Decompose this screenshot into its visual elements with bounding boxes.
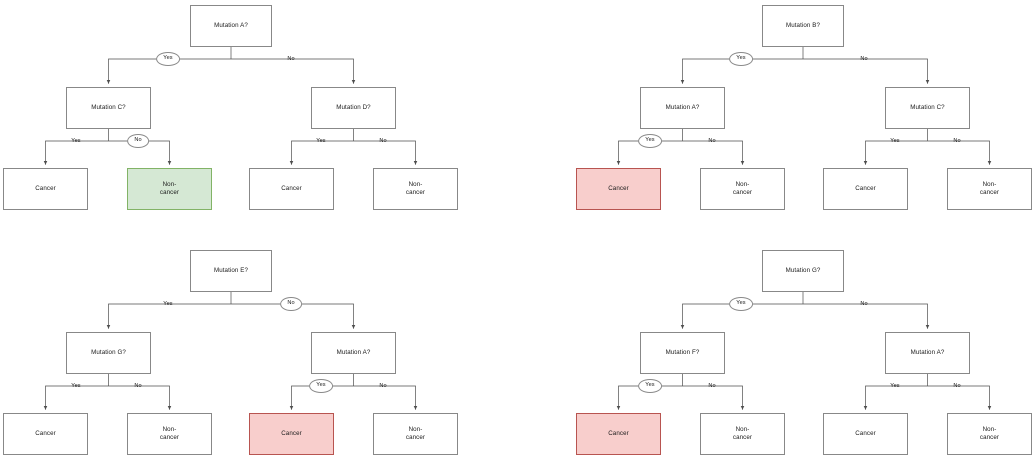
edge-root-to-tree-1-child1 bbox=[231, 58, 356, 84]
branch-label-tree-2-no[interactable]: No bbox=[860, 56, 868, 62]
node-leaf-tree-1-1-1[interactable]: Non- cancer bbox=[373, 168, 458, 210]
node-leaf-tree-1-1-0[interactable]: Cancer bbox=[249, 168, 334, 210]
branch-label-tree-4-yes[interactable]: Yes bbox=[729, 297, 753, 311]
branch-label-tree-4-0-yes[interactable]: Yes bbox=[638, 379, 662, 393]
node-leaf-tree-2-0-1[interactable]: Non- cancer bbox=[700, 168, 785, 210]
node-label: Non- cancer bbox=[159, 180, 180, 196]
node-leaf-tree-4-0-1[interactable]: Non- cancer bbox=[700, 413, 785, 455]
branch-label-tree-1-no[interactable]: No bbox=[287, 56, 295, 62]
node-leaf-tree-1-0-0[interactable]: Cancer bbox=[3, 168, 88, 210]
node-label: Mutation A? bbox=[910, 348, 945, 356]
edge-tree-1-1-leaf1 bbox=[353, 140, 418, 165]
node-label: Cancer bbox=[281, 184, 302, 192]
node-label: Non- cancer bbox=[732, 180, 753, 196]
node-label: Non- cancer bbox=[979, 180, 1000, 196]
branch-label-tree-1-1-yes[interactable]: Yes bbox=[316, 138, 326, 144]
node-label: Mutation A? bbox=[214, 21, 248, 29]
node-label: Cancer bbox=[35, 184, 56, 192]
edge-tree-3-0-leaf0 bbox=[43, 385, 109, 410]
node-root-tree-3[interactable]: Mutation E? bbox=[190, 250, 272, 292]
branch-label-tree-2-0-no[interactable]: No bbox=[708, 138, 716, 144]
branch-label-tree-2-1-no[interactable]: No bbox=[953, 138, 961, 144]
branch-label-tree-1-0-yes[interactable]: Yes bbox=[71, 138, 81, 144]
edge-tree-4-0-leaf1 bbox=[682, 385, 745, 410]
node-label: Non- cancer bbox=[159, 425, 180, 441]
node-label: Mutation E? bbox=[213, 266, 249, 274]
node-label: Cancer bbox=[608, 184, 629, 192]
branch-label-tree-4-no[interactable]: No bbox=[860, 301, 868, 307]
node-leaf-tree-2-0-0[interactable]: Cancer bbox=[576, 168, 661, 210]
branch-label-tree-2-0-yes[interactable]: Yes bbox=[638, 134, 662, 148]
node-label: Mutation A? bbox=[336, 348, 371, 356]
branch-label-tree-2-yes[interactable]: Yes bbox=[729, 52, 753, 66]
node-internal-tree-4-0[interactable]: Mutation F? bbox=[640, 332, 725, 374]
node-label: Non- cancer bbox=[405, 180, 426, 196]
node-label: Non- cancer bbox=[405, 425, 426, 441]
edge-root-to-tree-3-child0 bbox=[106, 303, 231, 329]
node-leaf-tree-1-0-1[interactable]: Non- cancer bbox=[127, 168, 212, 210]
node-label: Cancer bbox=[608, 429, 629, 437]
node-root-tree-2[interactable]: Mutation B? bbox=[762, 5, 844, 47]
branch-label-tree-3-yes[interactable]: Yes bbox=[163, 301, 173, 307]
branch-label-tree-3-0-yes[interactable]: Yes bbox=[71, 383, 81, 389]
edge-tree-3-1-leaf1 bbox=[353, 385, 418, 410]
node-internal-tree-3-1[interactable]: Mutation A? bbox=[311, 332, 396, 374]
branch-label-tree-4-1-yes[interactable]: Yes bbox=[890, 383, 900, 389]
edge-tree-3-0-leaf1 bbox=[108, 385, 172, 410]
branch-label-tree-3-0-no[interactable]: No bbox=[134, 383, 142, 389]
node-label: Mutation D? bbox=[336, 103, 371, 111]
edge-tree-4-1-leaf0 bbox=[863, 385, 928, 410]
branch-label-tree-3-1-yes[interactable]: Yes bbox=[309, 379, 333, 393]
branch-label-tree-3-no[interactable]: No bbox=[280, 297, 302, 311]
node-leaf-tree-3-1-0[interactable]: Cancer bbox=[249, 413, 334, 455]
node-label: Cancer bbox=[35, 429, 56, 437]
node-label: Non- cancer bbox=[979, 425, 1000, 441]
node-label: Non- cancer bbox=[732, 425, 753, 441]
node-leaf-tree-3-0-1[interactable]: Non- cancer bbox=[127, 413, 212, 455]
node-label: Mutation F? bbox=[665, 348, 700, 356]
branch-label-tree-1-1-no[interactable]: No bbox=[379, 138, 387, 144]
edge-root-to-tree-4-child1 bbox=[803, 303, 930, 329]
node-root-tree-4[interactable]: Mutation G? bbox=[762, 250, 844, 292]
node-label: Mutation C? bbox=[910, 103, 945, 111]
branch-label-tree-1-yes[interactable]: Yes bbox=[156, 52, 180, 66]
node-leaf-tree-4-0-0[interactable]: Cancer bbox=[576, 413, 661, 455]
edge-tree-4-1-leaf1 bbox=[927, 385, 992, 410]
node-leaf-tree-3-1-1[interactable]: Non- cancer bbox=[373, 413, 458, 455]
node-label: Mutation G? bbox=[785, 266, 821, 274]
node-internal-tree-1-1[interactable]: Mutation D? bbox=[311, 87, 396, 129]
node-leaf-tree-2-1-0[interactable]: Cancer bbox=[823, 168, 908, 210]
node-leaf-tree-3-0-0[interactable]: Cancer bbox=[3, 413, 88, 455]
node-label: Cancer bbox=[855, 184, 876, 192]
node-leaf-tree-4-1-1[interactable]: Non- cancer bbox=[947, 413, 1032, 455]
edge-tree-2-1-leaf1 bbox=[927, 140, 992, 165]
branch-label-tree-4-0-no[interactable]: No bbox=[708, 383, 716, 389]
branch-label-tree-4-1-no[interactable]: No bbox=[953, 383, 961, 389]
node-label: Mutation C? bbox=[91, 103, 126, 111]
edge-root-to-tree-2-child1 bbox=[803, 58, 930, 84]
node-internal-tree-3-0[interactable]: Mutation G? bbox=[66, 332, 151, 374]
edge-tree-1-0-leaf0 bbox=[43, 140, 109, 165]
node-label: Mutation B? bbox=[785, 21, 821, 29]
node-label: Mutation A? bbox=[665, 103, 700, 111]
branch-label-tree-1-0-no[interactable]: No bbox=[127, 134, 149, 148]
node-label: Cancer bbox=[855, 429, 876, 437]
node-root-tree-1[interactable]: Mutation A? bbox=[190, 5, 272, 47]
node-internal-tree-2-1[interactable]: Mutation C? bbox=[885, 87, 970, 129]
branch-label-tree-2-1-yes[interactable]: Yes bbox=[890, 138, 900, 144]
edge-tree-2-0-leaf1 bbox=[682, 140, 745, 165]
branch-label-tree-3-1-no[interactable]: No bbox=[379, 383, 387, 389]
edge-tree-1-1-leaf0 bbox=[289, 140, 354, 165]
node-internal-tree-4-1[interactable]: Mutation A? bbox=[885, 332, 970, 374]
node-label: Cancer bbox=[281, 429, 302, 437]
node-leaf-tree-4-1-0[interactable]: Cancer bbox=[823, 413, 908, 455]
node-leaf-tree-2-1-1[interactable]: Non- cancer bbox=[947, 168, 1032, 210]
edge-tree-2-1-leaf0 bbox=[863, 140, 928, 165]
node-label: Mutation G? bbox=[91, 348, 126, 356]
node-internal-tree-2-0[interactable]: Mutation A? bbox=[640, 87, 725, 129]
node-internal-tree-1-0[interactable]: Mutation C? bbox=[66, 87, 151, 129]
